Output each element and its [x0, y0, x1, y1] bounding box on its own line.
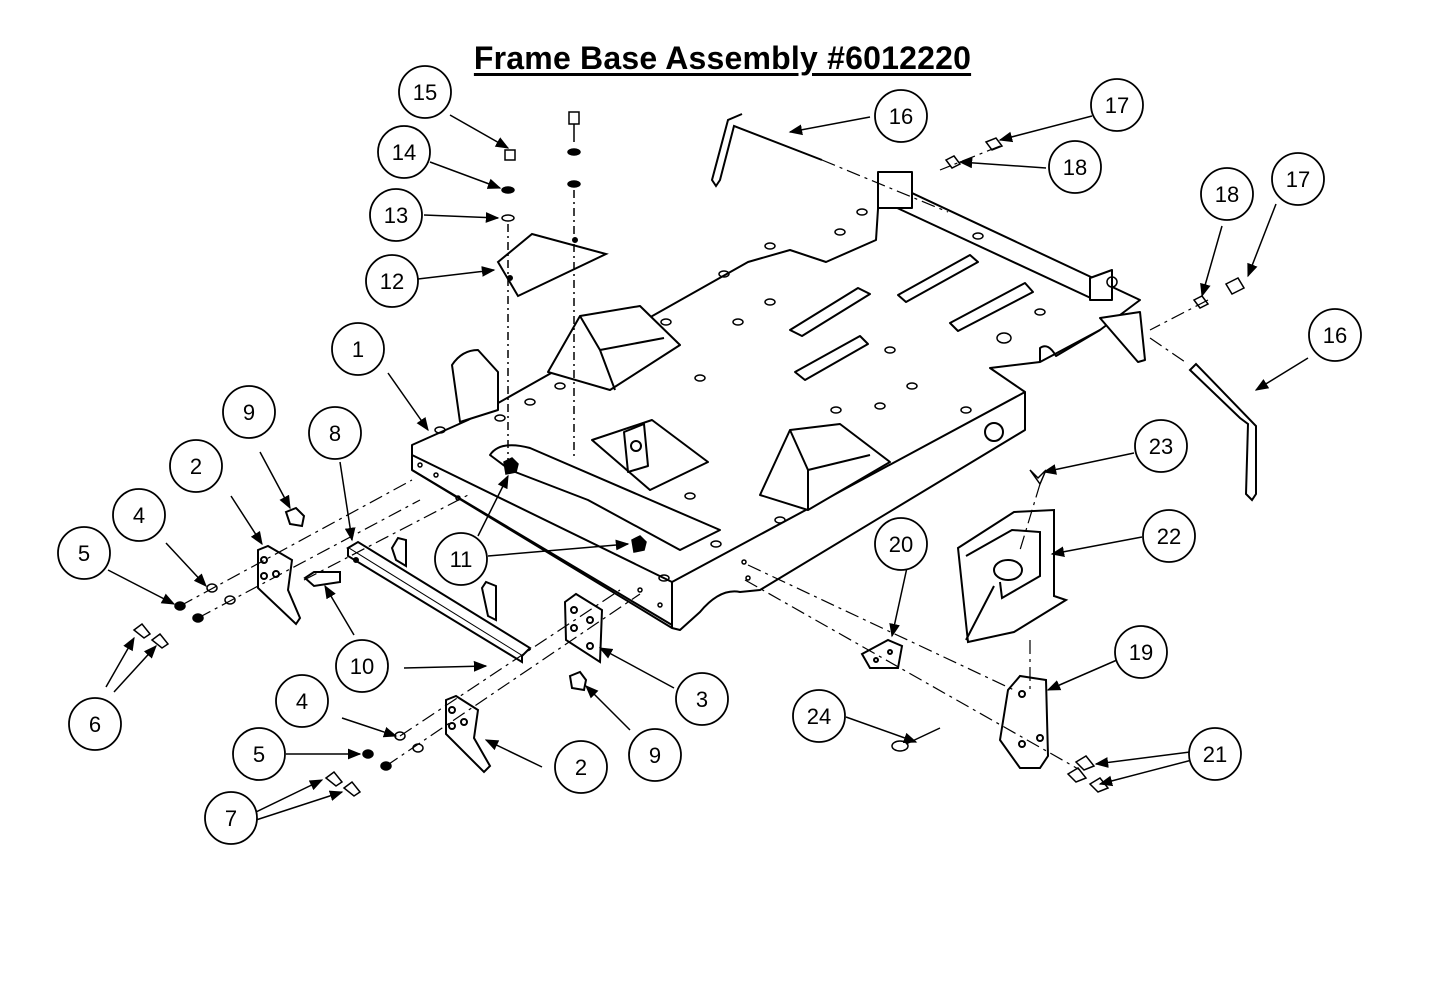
clips-9 — [284, 506, 588, 692]
cover-plate — [496, 232, 609, 298]
callout-5: 5 — [232, 727, 286, 781]
svg-text:4: 4 — [133, 503, 145, 528]
svg-text:23: 23 — [1149, 434, 1173, 459]
svg-text:8: 8 — [329, 421, 341, 446]
bracket-19 — [998, 674, 1050, 769]
callout-leaders — [105, 114, 1309, 821]
svg-text:5: 5 — [78, 541, 90, 566]
callout-11: 11 — [434, 532, 488, 586]
svg-text:17: 17 — [1105, 93, 1129, 118]
callout-16: 16 — [1308, 308, 1362, 362]
diagram-title: Frame Base Assembly #6012220 — [473, 40, 972, 76]
svg-text:1: 1 — [352, 337, 364, 362]
callout-19: 19 — [1114, 625, 1168, 679]
motor-guard-22 — [956, 508, 1069, 644]
svg-text:4: 4 — [296, 689, 308, 714]
bracket-20 — [860, 638, 904, 669]
svg-text:20: 20 — [889, 532, 913, 557]
svg-text:2: 2 — [575, 755, 587, 780]
bracket-left-upper — [257, 544, 302, 626]
svg-text:16: 16 — [1323, 323, 1347, 348]
svg-text:14: 14 — [392, 140, 416, 165]
callout-14: 14 — [377, 125, 431, 179]
bracket-left-lower — [445, 694, 492, 774]
svg-text:3: 3 — [696, 687, 708, 712]
bolt-10 — [303, 571, 341, 588]
assembly-centerlines — [179, 145, 1209, 771]
hardware-stack-right — [567, 111, 581, 460]
callout-2: 2 — [169, 439, 223, 493]
front-bar — [346, 536, 532, 664]
svg-text:12: 12 — [380, 269, 404, 294]
svg-text:5: 5 — [253, 742, 265, 767]
callout-bubbles: 1 2 2 3 4 4 5 5 6 7 8 9 9 10 11 12 13 14… — [57, 65, 1362, 845]
callout-18: 18 — [1048, 140, 1102, 194]
pin-24 — [891, 727, 941, 752]
callout-3: 3 — [675, 672, 729, 726]
svg-text:7: 7 — [225, 806, 237, 831]
svg-text:11: 11 — [450, 547, 473, 572]
callout-6: 6 — [68, 697, 122, 751]
svg-text:21: 21 — [1203, 742, 1227, 767]
wingnut-23 — [1029, 469, 1047, 486]
callout-22: 22 — [1142, 509, 1196, 563]
callout-13: 13 — [369, 188, 423, 242]
svg-text:2: 2 — [190, 454, 202, 479]
callout-18: 18 — [1200, 167, 1254, 221]
svg-text:17: 17 — [1286, 167, 1310, 192]
rods-16 — [710, 113, 1257, 502]
callout-2: 2 — [554, 740, 608, 794]
svg-text:6: 6 — [89, 712, 101, 737]
svg-text:18: 18 — [1063, 155, 1087, 180]
callout-20: 20 — [874, 517, 928, 571]
callout-24: 24 — [792, 689, 846, 743]
callout-9: 9 — [222, 385, 276, 439]
svg-text:15: 15 — [413, 80, 437, 105]
callout-17: 17 — [1090, 78, 1144, 132]
callout-1: 1 — [331, 322, 385, 376]
nuts-11 — [503, 457, 647, 553]
svg-text:19: 19 — [1129, 640, 1153, 665]
svg-text:9: 9 — [243, 400, 255, 425]
svg-text:22: 22 — [1157, 524, 1181, 549]
frame-base-plate — [411, 171, 1146, 631]
plate-3 — [563, 592, 604, 664]
callout-16: 16 — [874, 89, 928, 143]
callout-12: 12 — [365, 254, 419, 308]
callout-17: 17 — [1271, 152, 1325, 206]
svg-text:24: 24 — [807, 704, 831, 729]
svg-text:13: 13 — [384, 203, 408, 228]
callout-15: 15 — [398, 65, 452, 119]
callout-7: 7 — [204, 791, 258, 845]
hardware-stack-left — [501, 149, 516, 460]
callout-9: 9 — [628, 728, 682, 782]
callout-4: 4 — [112, 488, 166, 542]
callout-8: 8 — [308, 406, 362, 460]
svg-text:16: 16 — [889, 104, 913, 129]
callout-4: 4 — [275, 674, 329, 728]
screws-21 — [1066, 755, 1110, 793]
callout-21: 21 — [1188, 727, 1242, 781]
callout-10: 10 — [335, 639, 389, 693]
svg-text:9: 9 — [649, 743, 661, 768]
svg-text:18: 18 — [1215, 182, 1239, 207]
frame-holes — [417, 208, 1118, 608]
callout-5: 5 — [57, 526, 111, 580]
callout-23: 23 — [1134, 419, 1188, 473]
svg-text:10: 10 — [350, 654, 374, 679]
